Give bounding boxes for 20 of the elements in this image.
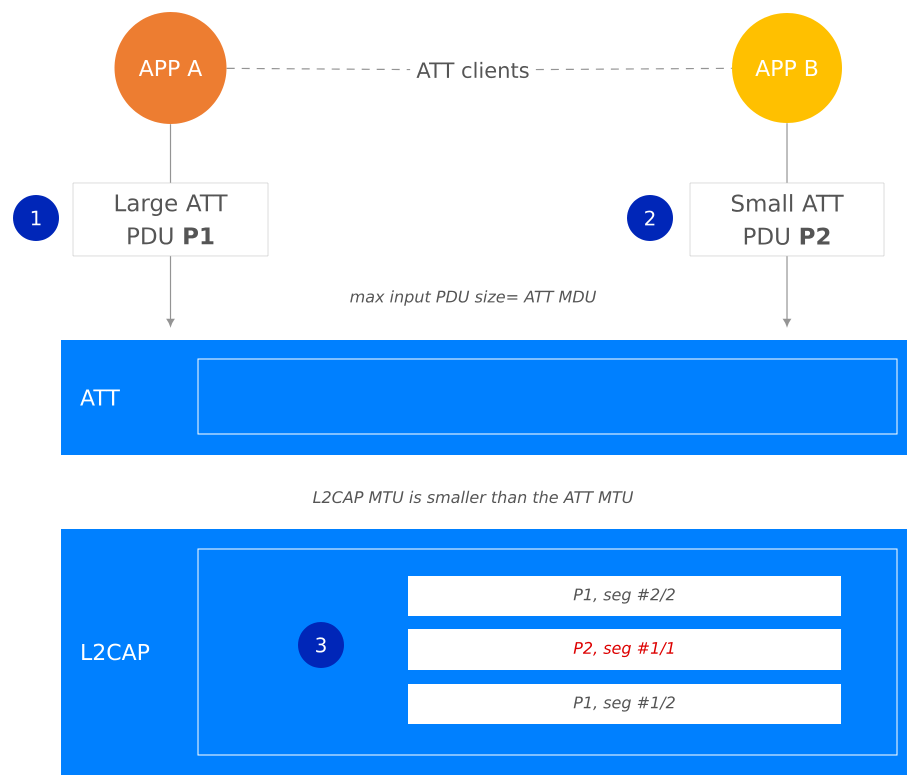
segment-bar: P1, seg #2/2 xyxy=(408,576,841,616)
group-label: ATT clients xyxy=(410,56,536,84)
callout-number: 1 xyxy=(13,194,59,241)
callout-number: 3 xyxy=(298,622,344,668)
pdu-box: Large ATT PDU P1 xyxy=(72,182,268,256)
frame-box xyxy=(198,548,898,756)
note-text: max input PDU size= ATT MDU xyxy=(350,290,596,306)
segment-bar: P2, seg #1/1 xyxy=(408,628,841,670)
segment-bar: P1, seg #1/2 xyxy=(408,684,841,724)
callout-number: 2 xyxy=(627,194,673,241)
note-text: L2CAP MTU is smaller than the ATT MTU xyxy=(313,490,634,504)
connector-line xyxy=(170,124,172,183)
layer-band: ATT xyxy=(61,340,907,455)
frame-box xyxy=(198,358,898,434)
dashed-line xyxy=(226,68,410,70)
arrow xyxy=(783,256,791,326)
pdu-box: Small ATT PDU P2 xyxy=(690,182,884,256)
connector-line xyxy=(786,123,788,183)
dashed-line xyxy=(536,68,732,70)
arrow xyxy=(166,256,174,326)
